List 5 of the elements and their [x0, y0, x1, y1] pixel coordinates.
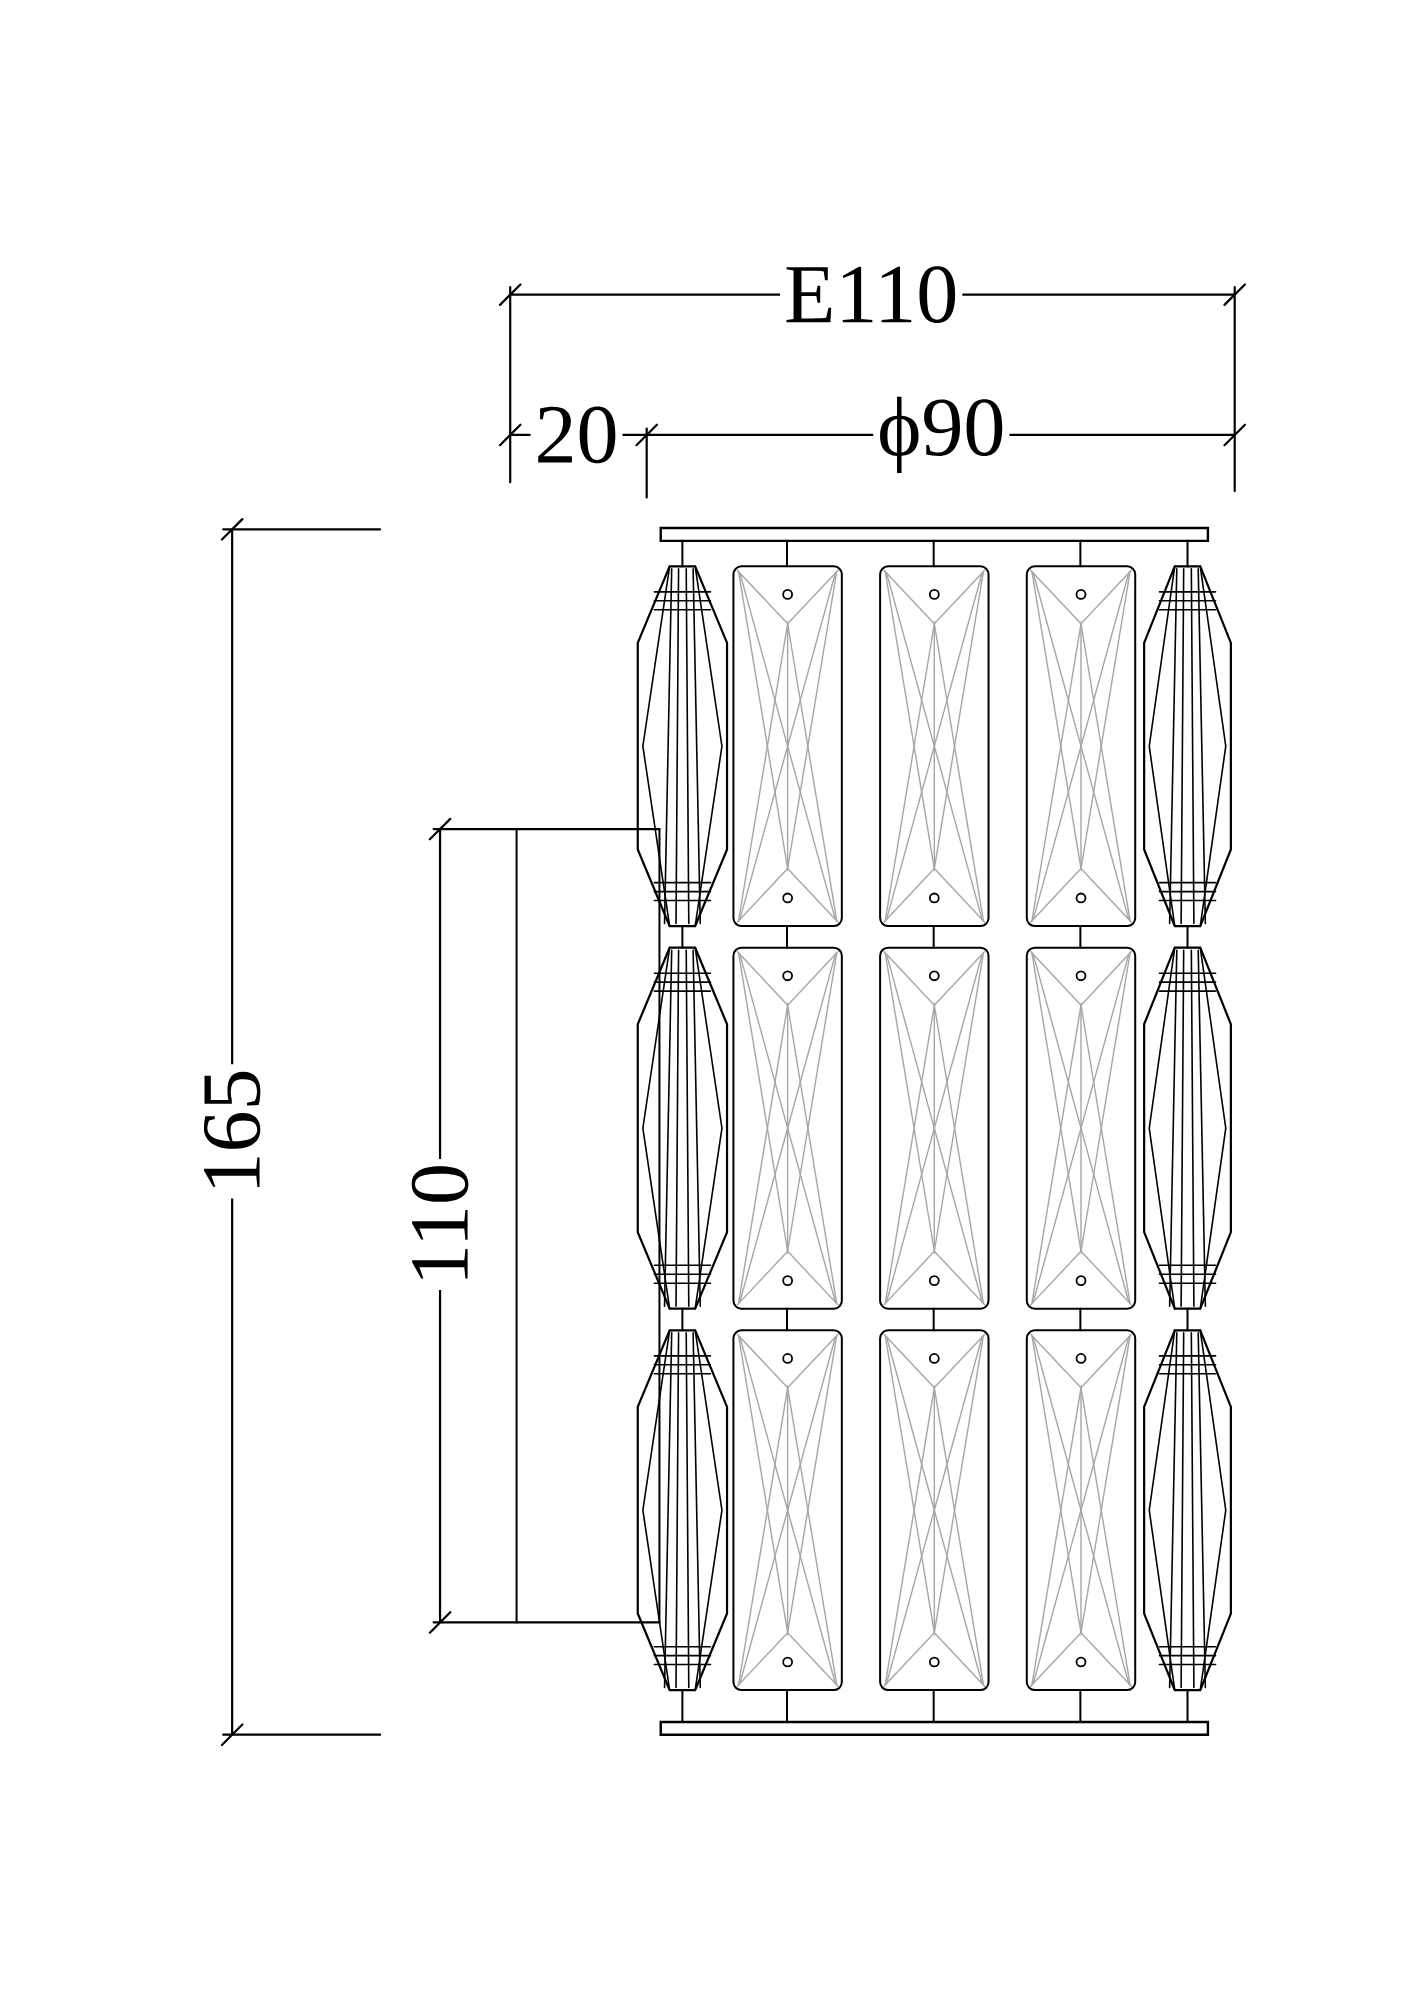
dimension-label: E110 [779, 262, 963, 327]
dimension-label: 20 [530, 402, 623, 468]
dimension-label: 165 [199, 1064, 265, 1199]
dimension-label: ϕ90 [873, 392, 1010, 478]
dimension-label: 110 [407, 1159, 473, 1290]
